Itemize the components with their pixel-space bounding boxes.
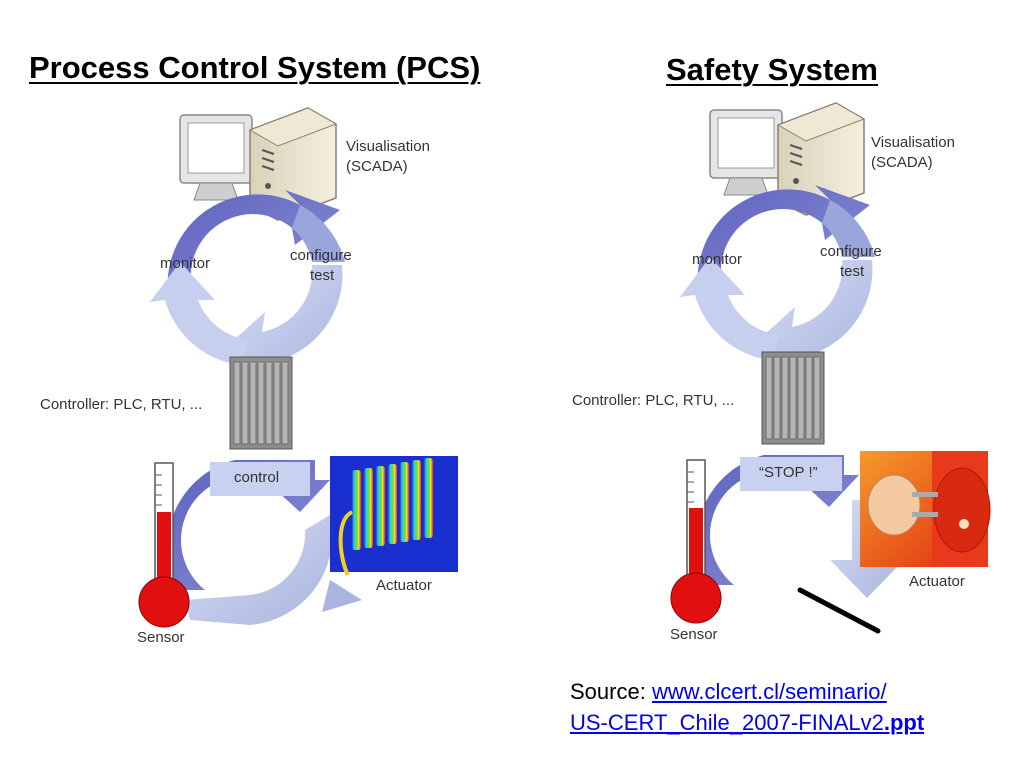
thermal-heater-image xyxy=(330,456,458,576)
control-label: control xyxy=(234,469,279,486)
plug-socket-image xyxy=(860,451,991,567)
scada-label: (SCADA) xyxy=(346,158,408,175)
configure-label: configure xyxy=(820,243,882,260)
actuator-label: Actuator xyxy=(909,573,965,590)
upper-cycle-arrows xyxy=(150,190,345,380)
stop-label: “STOP !” xyxy=(759,464,818,481)
pcs-title: Process Control System (PCS) xyxy=(29,50,481,85)
source-link-ext: .ppt xyxy=(883,710,925,735)
pcs-diagram: Visualisation (SCADA) monitor configure … xyxy=(40,107,458,646)
scada-label: (SCADA) xyxy=(871,154,933,171)
source-link-filename: US-CERT_Chile_2007-FINALv2 xyxy=(570,710,884,735)
lower-cycle-arrows xyxy=(167,460,362,625)
source-citation: Source: www.clcert.cl/seminario/ US-CERT… xyxy=(570,676,924,738)
test-label: test xyxy=(840,263,865,280)
scada-computer-icon xyxy=(179,107,338,221)
thermometer-sensor-icon xyxy=(138,462,190,628)
configure-label: configure xyxy=(290,247,352,264)
monitor-label: monitor xyxy=(692,251,742,268)
test-label: test xyxy=(310,267,335,284)
scada-computer-icon xyxy=(709,102,866,216)
safety-system-title: Safety System xyxy=(666,52,878,87)
source-link-line1[interactable]: www.clcert.cl/seminario/ xyxy=(651,679,887,704)
plc-rack-icon xyxy=(229,356,293,450)
controller-label: Controller: PLC, RTU, ... xyxy=(572,392,734,409)
visualisation-label: Visualisation xyxy=(871,134,955,151)
sensor-label: Sensor xyxy=(670,626,718,643)
safety-diagram: Visualisation (SCADA) monitor configure … xyxy=(572,102,991,643)
sensor-label: Sensor xyxy=(137,629,185,646)
source-link-line2[interactable]: US-CERT_Chile_2007-FINALv2.ppt xyxy=(570,710,924,735)
source-prefix: Source: xyxy=(570,679,652,704)
monitor-label: monitor xyxy=(160,255,210,272)
thermometer-sensor-icon xyxy=(670,459,722,624)
broken-link-bar xyxy=(797,587,881,634)
actuator-label: Actuator xyxy=(376,577,432,594)
controller-label: Controller: PLC, RTU, ... xyxy=(40,396,202,413)
visualisation-label: Visualisation xyxy=(346,138,430,155)
plc-rack-icon xyxy=(761,351,825,445)
upper-cycle-arrows xyxy=(680,185,875,375)
